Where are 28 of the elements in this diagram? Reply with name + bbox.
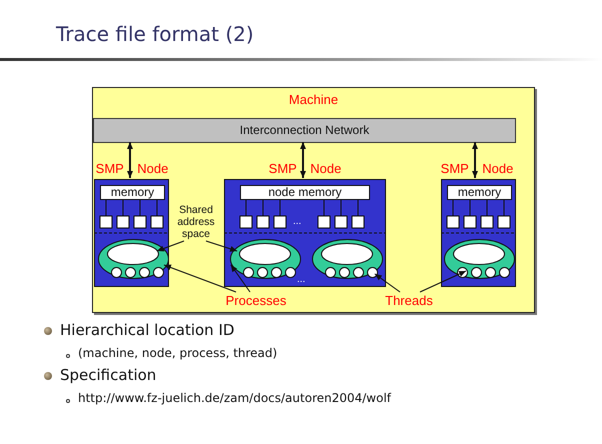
callout-label: Threads [381,293,437,308]
node-heading: SMP Node [268,161,342,176]
memory-box: memory [100,185,165,200]
bullet-text: Specification [60,366,156,384]
machine-box [92,87,535,313]
arrow [420,270,466,292]
annotation-text: Shared address space [171,204,221,242]
sub-bullet-text: http://www.fz-juelich.de/zam/docs/autoren2004/wolf [78,391,392,405]
ellipsis-mark: ... [293,216,302,227]
node-heading: SMP Node [94,161,170,176]
network-bar: Interconnection Network [93,118,516,143]
callout-label: Processes [216,293,296,308]
arrow [156,240,184,252]
arrow [164,264,236,292]
arrow [374,273,400,292]
sub-bullet-text: (machine, node, process, thread) [78,346,278,360]
slide-title: Trace file format (2) [56,22,254,46]
arrow [472,142,478,178]
memory-box: node memory [240,185,370,200]
memory-box: memory [447,185,512,200]
machine-label: Machine [288,92,340,107]
arrow [230,264,250,292]
arrow [206,240,238,252]
ellipsis-mark: ... [297,274,306,285]
arrow [127,142,133,178]
node-heading: SMP Node [440,161,514,176]
bullet-text: Hierarchical location ID [60,321,234,339]
arrow [300,142,306,178]
